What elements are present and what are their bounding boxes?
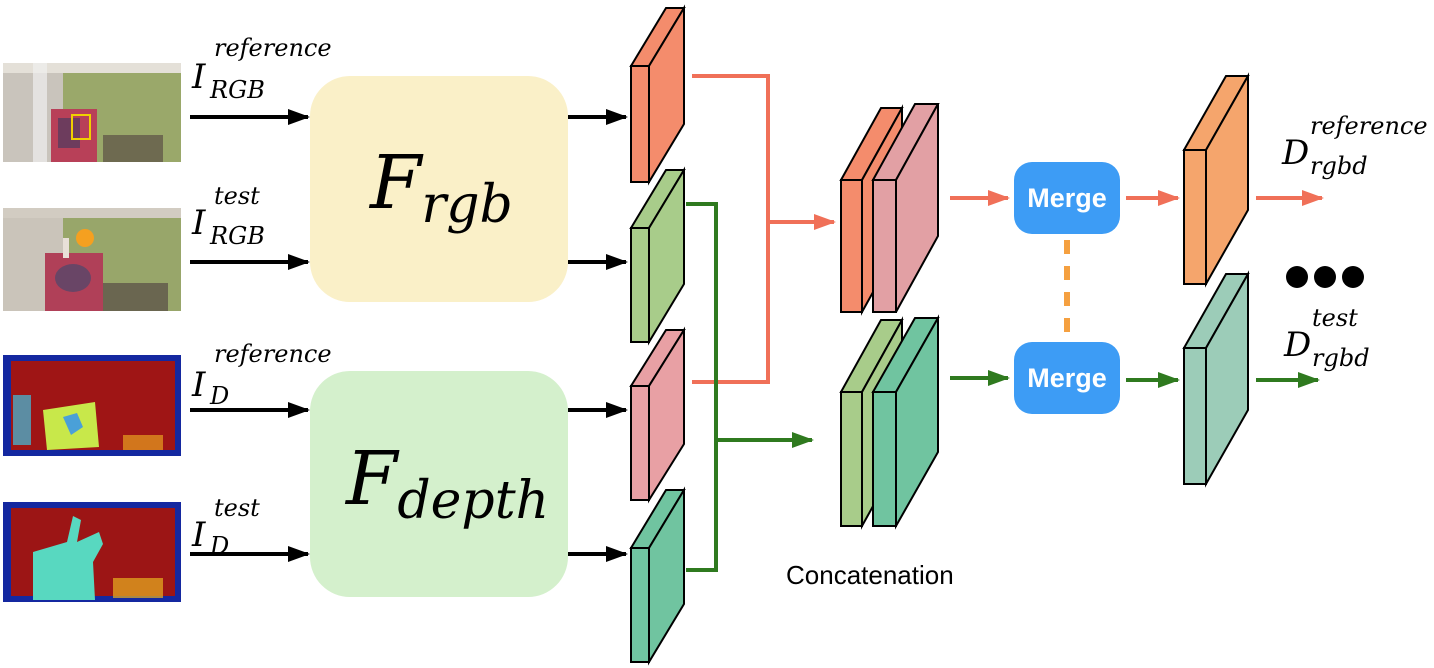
rgb-encoder-box: [310, 76, 568, 302]
label-depth-reference: I reference D: [192, 340, 332, 410]
feature-rgb-test: [629, 166, 686, 346]
label-output-reference: D reference rgbd: [1282, 112, 1428, 180]
depth-test-image: [3, 502, 181, 602]
label-rgb-reference: I reference RGB: [192, 34, 332, 104]
route-reference: [692, 74, 770, 384]
concat-test: [839, 314, 940, 530]
label-depth-test: I test D: [192, 494, 260, 560]
output-reference: [1182, 72, 1250, 288]
dot: [1286, 266, 1308, 288]
depth-encoder-box: [310, 371, 568, 597]
depth-reference-image: [3, 355, 181, 456]
feature-depth-test: [629, 486, 686, 666]
dot: [1342, 266, 1364, 288]
label-rgb-test: I test RGB: [192, 182, 265, 250]
merge-test: Merge: [1014, 342, 1120, 414]
concatenation-label: Concatenation: [786, 560, 954, 590]
depth-encoder-label: Fdepth: [346, 436, 550, 531]
merge-reference: Merge: [1014, 162, 1120, 234]
route-test: [686, 202, 718, 572]
dot: [1314, 266, 1336, 288]
feature-depth-ref: [629, 326, 686, 504]
concat-reference: [839, 103, 940, 316]
rgb-reference-image: [3, 63, 181, 162]
rgb-encoder-label: Frgb: [370, 140, 513, 235]
feature-rgb-ref: [629, 4, 686, 186]
more-dots: [1286, 266, 1366, 290]
label-output-test: D test rgbd: [1284, 304, 1370, 372]
output-test: [1182, 270, 1250, 488]
rgb-test-image: [3, 208, 181, 311]
